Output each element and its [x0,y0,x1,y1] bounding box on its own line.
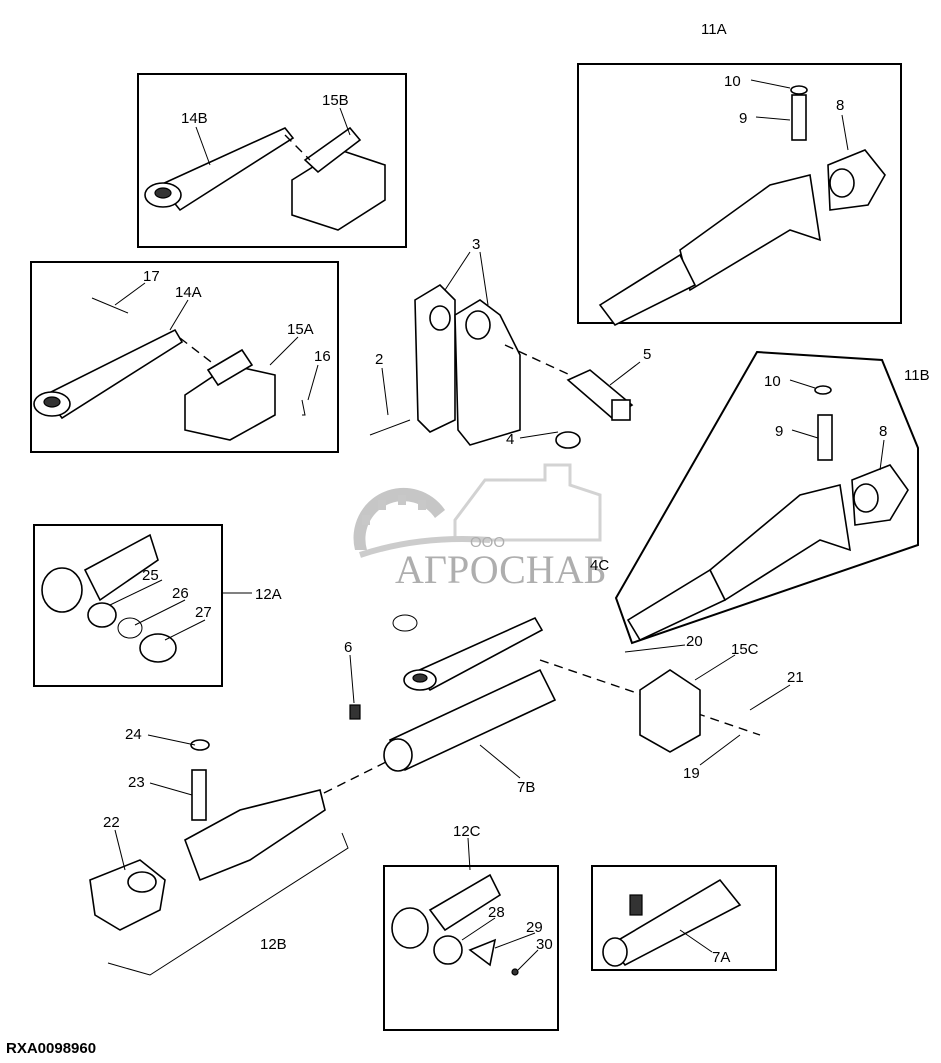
callout-19: 19 [683,765,700,782]
part-ring [392,614,418,632]
callout-2: 2 [375,351,383,368]
callout-17: 17 [143,268,160,285]
callout-25: 25 [142,567,159,584]
part-2-bolt [369,419,411,436]
part-7A-tube [602,878,742,967]
callout-29: 29 [526,919,543,936]
callout-12C: 12C [453,823,481,840]
part-14A-link [33,328,184,420]
part-14B-link [144,127,295,212]
part-4-clip [555,431,581,449]
callout-8: 8 [879,423,887,440]
callout-27: 27 [195,604,212,621]
box-12A [33,524,223,687]
callout-7B: 7B [517,779,535,796]
part-17-pin [91,297,129,314]
bracket-12B [107,832,349,976]
callout-15B: 15B [322,92,349,109]
part-4C-link [403,616,544,692]
callout-11A: 11A [701,21,727,38]
callout-24: 24 [125,726,142,743]
callout-12B: 12B [260,936,287,953]
box-12C [383,865,559,1031]
part-6-fitting [349,704,361,720]
callout-14A: 14A [175,284,202,301]
callout-7A: 7A [712,949,730,966]
callout-3: 3 [472,236,480,253]
callout-4: 4 [506,431,514,448]
box-14A [30,261,339,453]
callout-9: 9 [739,110,747,127]
box-11B [614,350,919,645]
watermark-name: АГРОСНАБ [395,547,607,592]
callout-21: 21 [787,669,804,686]
callout-6: 6 [344,639,352,656]
callout-15C: 15C [731,641,759,658]
watermark-logo: ООО АГРОСНАБ [353,463,607,592]
callout-8: 8 [836,97,844,114]
part-12C-assembly [391,873,519,976]
box-14B-15B [137,73,407,248]
part-11A-assembly [598,85,886,327]
part-3-brackets [414,283,521,446]
box-11A [577,63,902,324]
part-16-pin [301,399,306,416]
callout-leaders [109,79,885,971]
callout-10: 10 [724,73,741,90]
part-7B-tube [383,668,557,772]
box-7A [591,865,777,971]
callout-14B: 14B [181,110,208,127]
callout-15A: 15A [287,321,314,338]
part-5-pin [566,369,634,421]
callout-12A: 12A [255,586,282,603]
callout-28: 28 [488,904,505,921]
part-15B-bracket [291,126,386,231]
part-15A-bracket [184,348,276,441]
part-12B-assembly [89,739,326,931]
callout-10: 10 [764,373,781,390]
callout-26: 26 [172,585,189,602]
reference-code: RXA0098960 [6,1040,96,1057]
callout-4C: 4C [590,557,609,574]
part-11B-assembly [626,385,909,642]
callout-5: 5 [643,346,651,363]
callout-9: 9 [775,423,783,440]
callout-22: 22 [103,814,120,831]
callout-16: 16 [314,348,331,365]
watermark-prefix: ООО [470,534,505,551]
callout-20: 20 [686,633,703,650]
callout-23: 23 [128,774,145,791]
part-15C-bracket [639,669,701,753]
part-12A-assembly [41,533,177,663]
callout-30: 30 [536,936,553,953]
callout-11B: 11B [904,367,930,384]
